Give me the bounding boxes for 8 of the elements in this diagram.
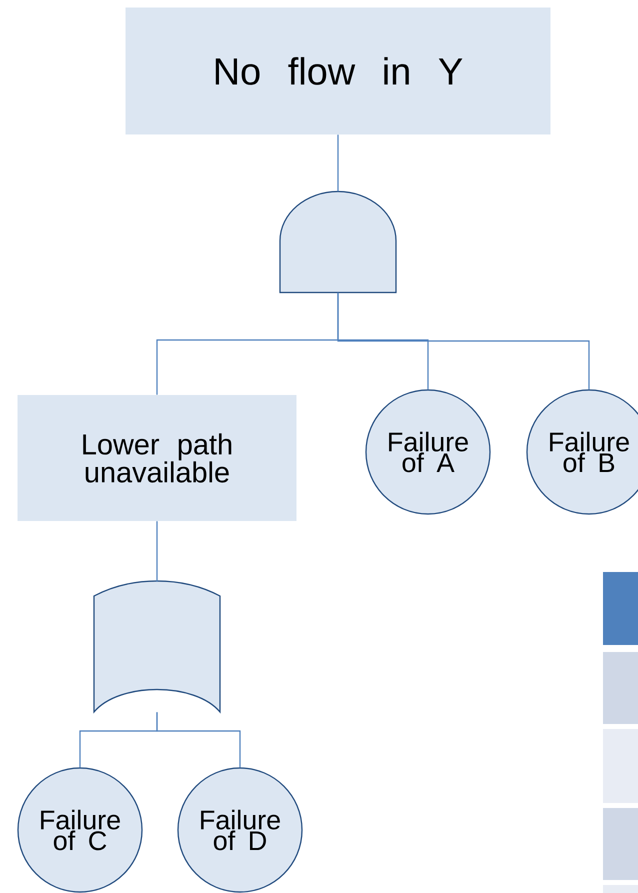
connector-line [337,134,339,192]
or-gate [93,580,221,713]
event-box: Lower path unavailable [18,395,296,521]
connector-line [156,521,158,582]
event-box: No flow in Y [126,8,550,134]
and-gate [279,190,397,294]
connector-line [337,292,590,390]
connector-line [156,712,241,768]
